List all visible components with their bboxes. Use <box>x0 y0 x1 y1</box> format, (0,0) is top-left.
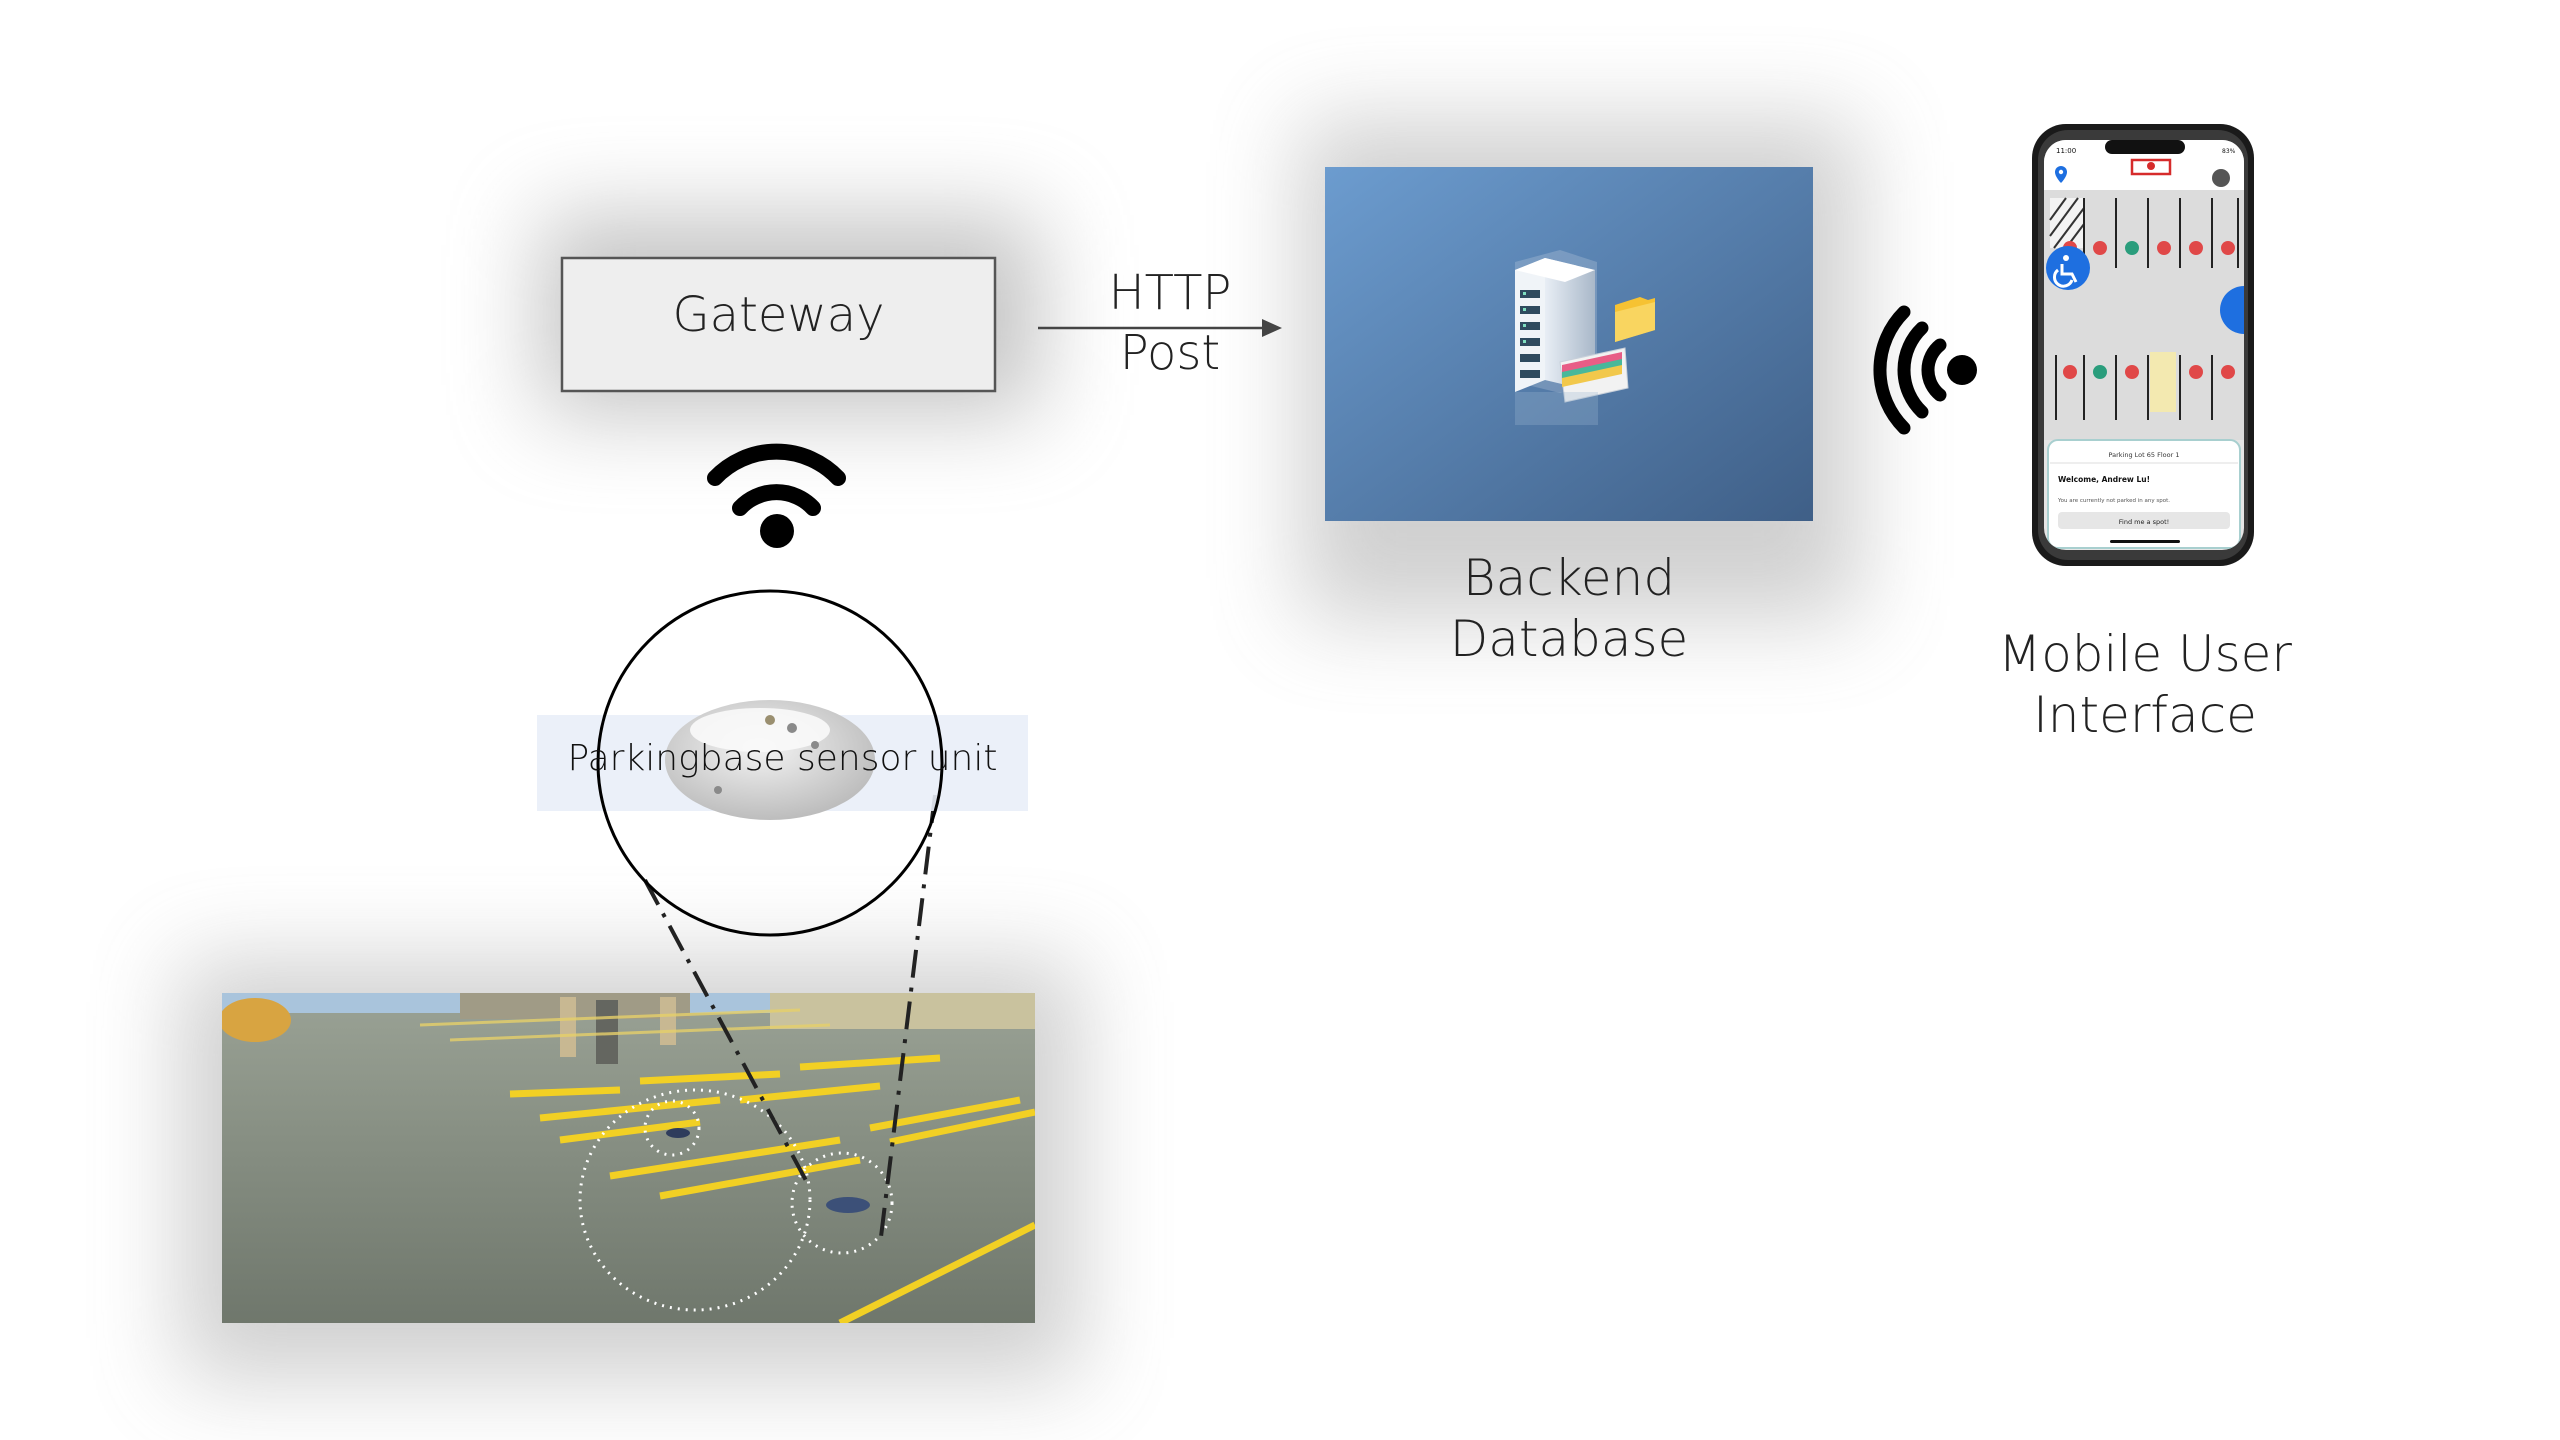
wifi-icon <box>707 443 846 548</box>
sensor-zoom-circle <box>596 589 944 937</box>
sensor-unit <box>665 700 875 820</box>
phone-status-text: You are currently not parked in any spot… <box>2057 498 2170 504</box>
gateway-label: Gateway <box>672 287 885 343</box>
http-post-arrow <box>1038 319 1282 337</box>
mobile-phone: 11:00 83% <box>2032 124 2254 566</box>
phone-lot-title: Parking Lot 65 Floor 1 <box>2109 451 2180 459</box>
phone-find-spot-button[interactable] <box>2058 512 2230 529</box>
zoom-lines <box>643 794 937 1246</box>
phone-status-battery: 83% <box>2222 148 2236 155</box>
mobile-label-line1: Mobile User <box>1998 625 2292 683</box>
backend-label-line1: Backend <box>1462 549 1676 607</box>
post-label: Post <box>1119 325 1221 381</box>
parking-lot-image <box>222 993 1035 1323</box>
phone-find-spot-label: Find me a spot! <box>2119 518 2169 526</box>
gateway-node <box>560 256 997 393</box>
server-icon <box>1515 250 1629 425</box>
accessible-icon <box>2046 246 2090 290</box>
sensor-label: Parkingbase sensor unit <box>567 738 998 779</box>
phone-status-time: 11:00 <box>2056 147 2076 155</box>
mobile-label-line2: Interface <box>2033 686 2257 744</box>
phone-welcome: Welcome, Andrew Lu! <box>2058 475 2150 484</box>
backend-database-panel <box>1325 167 1813 521</box>
location-pin-icon <box>2055 166 2067 183</box>
folder-icon <box>1615 297 1655 342</box>
http-label: HTTP <box>1108 265 1232 321</box>
backend-label-line2: Database <box>1449 610 1689 668</box>
wifi-signal-icon <box>1873 305 1977 435</box>
